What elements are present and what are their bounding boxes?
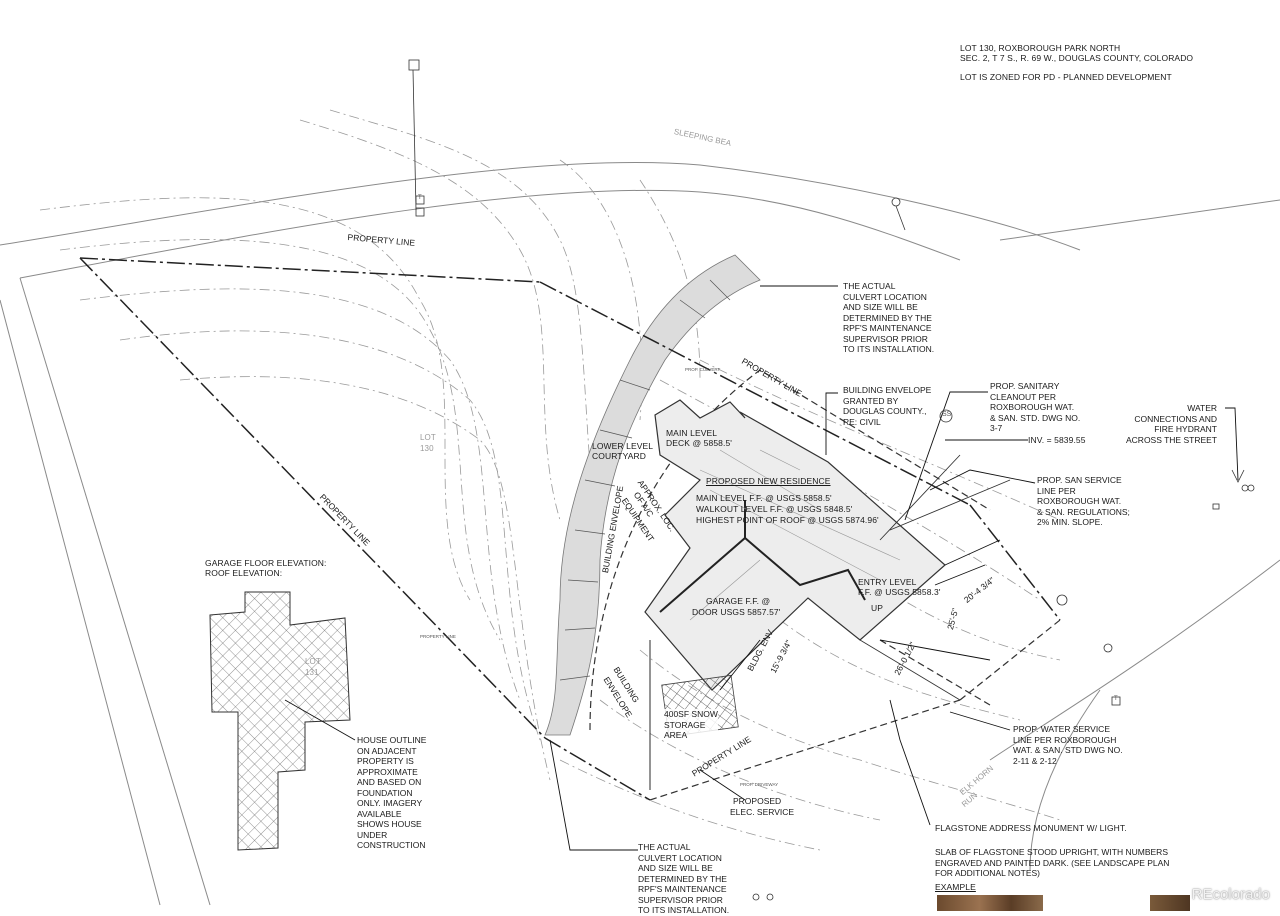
lot-131-label-a: LOT: [305, 657, 321, 666]
highest-roof-point: HIGHEST POINT OF ROOF @ USGS 5874.96': [696, 515, 879, 525]
title-section: SEC. 2, T 7 S., R. 69 W., DOUGLAS COUNTY…: [960, 53, 1194, 63]
prop-culvert-label: PROP. CULVERT: [685, 367, 721, 372]
prop-driveway-label: PROP. DRIVEWAY: [740, 782, 779, 787]
example-photo: [937, 895, 1043, 911]
utility-lines: [859, 454, 1011, 701]
note-flagstone-monument: FLAGSTONE ADDRESS MONUMENT W/ LIGHT.: [935, 823, 1127, 833]
note-invert: INV. = 5839.55: [1028, 435, 1086, 445]
house-hatch-lines: [689, 449, 901, 621]
contour-lines: [39, 109, 1061, 851]
up-label: UP: [871, 603, 884, 613]
leader-lines: [284, 285, 1239, 851]
lot-131-label-b: 131: [305, 668, 319, 677]
courtyard-label-a: LOWER LEVEL: [592, 441, 654, 451]
property-lines: [79, 257, 1061, 801]
lot-130-label-b: 130: [420, 444, 434, 453]
example-label: EXAMPLE: [935, 882, 976, 892]
t-mark-north: T: [418, 195, 422, 201]
watermark: REcolorado: [1191, 886, 1270, 903]
roof-elevation-label: ROOF ELEVATION:: [205, 568, 283, 578]
lot-130-label-a: LOT: [420, 433, 436, 442]
building-envelope-lines: [589, 369, 1061, 801]
courtyard-label-b: COURTYARD: [592, 451, 646, 461]
dimension-lines: [719, 539, 1001, 691]
garage-floor-elevation-label: GARAGE FLOOR ELEVATION:: [205, 558, 327, 568]
deck-label-b: DECK @ 5858.5': [666, 438, 732, 448]
note-flagstone-slab: SLAB OF FLAGSTONE STOOD UPRIGHT, WITH NU…: [935, 847, 1170, 878]
title-lot: LOT 130, ROXBOROUGH PARK NORTH: [960, 43, 1121, 53]
main-level-ff: MAIN LEVEL F.F. @ USGS 5858.5': [696, 493, 832, 503]
property-line-small-label: PROPERTY LINE: [420, 634, 456, 639]
title-zoning: LOT IS ZONED FOR PD - PLANNED DEVELOPMEN…: [960, 72, 1172, 82]
garage-ff-b: DOOR USGS 5857.57': [692, 607, 781, 617]
walkout-level-ff: WALKOUT LEVEL F.F. @ USGS 5848.5': [696, 504, 853, 514]
adjacent-house-outline: [209, 591, 351, 851]
house-footprint: [644, 399, 946, 691]
drainage-swale: [544, 254, 761, 736]
t-mark: T: [1114, 696, 1118, 702]
entry-level-b: F.F. @ USGS 5858.3': [858, 587, 941, 597]
example-photo-2: [1150, 895, 1190, 911]
garage-ff-a: GARAGE F.F. @: [706, 596, 771, 606]
entry-level-a: ENTRY LEVEL: [858, 577, 917, 587]
swale-ticks: [559, 279, 731, 681]
house-inner-lines: [659, 500, 866, 613]
residence-title: PROPOSED NEW RESIDENCE: [706, 476, 831, 486]
deck-label-a: MAIN LEVEL: [666, 428, 718, 438]
street-curves: [0, 161, 1280, 906]
site-symbols: [408, 59, 1255, 901]
ss-mark: SS: [942, 411, 952, 418]
